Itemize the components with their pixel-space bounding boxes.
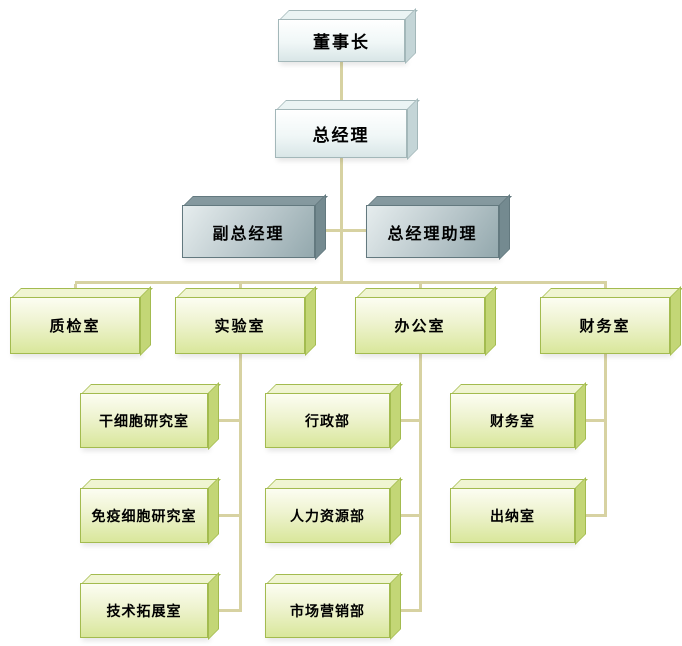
org-node-face: 技术拓展室	[80, 583, 208, 638]
org-node-laboratory[interactable]: 实验室	[175, 297, 305, 354]
connector-office-stub-3	[397, 609, 422, 612]
org-node-admin-dept[interactable]: 行政部	[265, 393, 390, 448]
org-node-label: 副总经理	[212, 223, 285, 243]
org-node-label: 实验室	[214, 317, 266, 335]
org-node-label: 财务室	[490, 413, 535, 430]
connector-staff-stub	[320, 229, 366, 232]
org-node-face: 干细胞研究室	[80, 393, 208, 448]
org-node-face: 行政部	[265, 393, 390, 448]
org-node-stem-cell-lab[interactable]: 干细胞研究室	[80, 393, 208, 448]
org-node-immune-cell-lab[interactable]: 免疫细胞研究室	[80, 488, 208, 543]
org-node-label: 出纳室	[490, 508, 535, 525]
org-node-gm-assistant[interactable]: 总经理助理	[366, 205, 499, 258]
org-node-deputy-gm[interactable]: 副总经理	[182, 205, 315, 258]
org-node-finance-room[interactable]: 财务室	[540, 297, 670, 354]
org-node-face: 副总经理	[182, 205, 315, 258]
connector-chairman-gm	[340, 62, 343, 110]
org-node-label: 市场营销部	[290, 603, 365, 620]
org-node-tech-expansion[interactable]: 技术拓展室	[80, 583, 208, 638]
org-node-face: 总经理助理	[366, 205, 499, 258]
connector-finance-vertical	[604, 354, 607, 517]
org-node-label: 人力资源部	[290, 508, 365, 525]
org-node-face: 免疫细胞研究室	[80, 488, 208, 543]
org-node-label: 技术拓展室	[106, 603, 182, 620]
connector-finance-stub-2	[582, 514, 607, 517]
org-node-chairman[interactable]: 董事长	[278, 19, 405, 62]
connector-lab-stub-2	[213, 514, 241, 517]
org-node-cashier[interactable]: 出纳室	[450, 488, 575, 543]
connector-lab-vertical	[239, 354, 242, 612]
org-node-face: 实验室	[175, 297, 305, 354]
org-node-face: 质检室	[10, 297, 140, 354]
connector-gm-trunk	[340, 158, 343, 284]
org-node-label: 总经理	[312, 126, 370, 146]
org-node-label: 干细胞研究室	[99, 413, 189, 430]
connector-office-stub-1	[397, 419, 422, 422]
connector-lab-stub-3	[213, 609, 241, 612]
org-node-general-manager[interactable]: 总经理	[275, 109, 407, 158]
org-node-face: 市场营销部	[265, 583, 390, 638]
org-node-office[interactable]: 办公室	[355, 297, 485, 354]
org-node-label: 质检室	[49, 317, 101, 335]
org-node-hr-dept[interactable]: 人力资源部	[265, 488, 390, 543]
org-node-face: 人力资源部	[265, 488, 390, 543]
org-node-face: 财务室	[450, 393, 575, 448]
org-node-label: 总经理助理	[387, 223, 478, 243]
org-node-face: 财务室	[540, 297, 670, 354]
org-node-label: 董事长	[313, 33, 370, 53]
org-node-marketing-dept[interactable]: 市场营销部	[265, 583, 390, 638]
org-node-face: 办公室	[355, 297, 485, 354]
org-node-label: 财务室	[579, 317, 631, 335]
org-node-label: 免疫细胞研究室	[91, 508, 197, 525]
org-node-quality-room[interactable]: 质检室	[10, 297, 140, 354]
org-node-label: 办公室	[394, 317, 446, 335]
org-node-label: 行政部	[305, 413, 350, 430]
connector-finance-stub-1	[582, 419, 607, 422]
connector-lab-stub-1	[213, 419, 241, 422]
connector-office-vertical	[419, 354, 422, 612]
connector-office-stub-2	[397, 514, 422, 517]
org-node-face: 总经理	[275, 109, 407, 158]
org-node-face: 出纳室	[450, 488, 575, 543]
connector-dept-rail	[75, 281, 607, 284]
org-node-face: 董事长	[278, 19, 405, 62]
org-node-finance-sub[interactable]: 财务室	[450, 393, 575, 448]
